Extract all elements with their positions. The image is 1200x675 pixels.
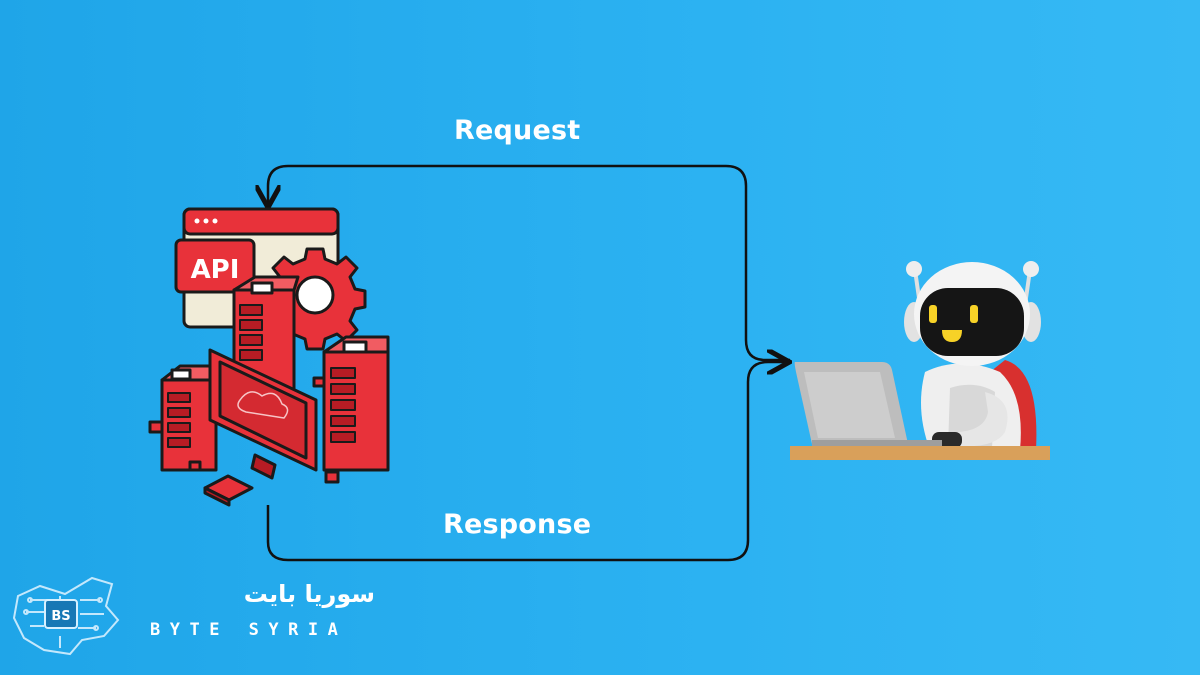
api-badge-text: API — [191, 255, 240, 285]
request-label: Request — [454, 115, 581, 146]
response-connector — [266, 362, 787, 562]
brand-arabic-name: سوريا بايت — [243, 580, 375, 608]
response-label: Response — [443, 509, 592, 540]
brand-english-name: BYTE SYRIA — [150, 620, 348, 640]
logo-initials: BS — [51, 609, 70, 624]
request-connector — [268, 164, 790, 362]
